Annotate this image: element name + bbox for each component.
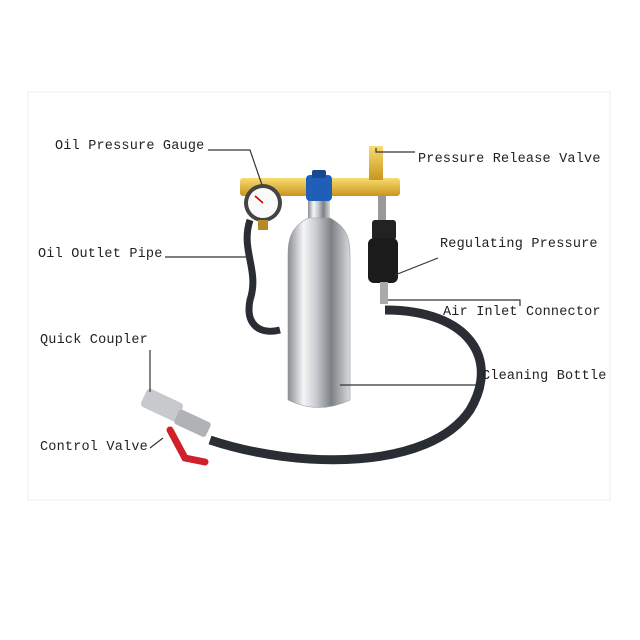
- label-oil-outlet-pipe: Oil Outlet Pipe: [38, 247, 163, 262]
- oil-outlet-pipe: [243, 218, 281, 335]
- cleaning-bottle: [287, 195, 351, 408]
- regulating-pressure-valve: [368, 195, 398, 304]
- label-quick-coupler: Quick Coupler: [40, 333, 148, 348]
- label-control-valve: Control Valve: [40, 440, 148, 455]
- quick-coupler-and-control-valve: [140, 388, 211, 466]
- label-pressure-release-valve: Pressure Release Valve: [418, 152, 601, 167]
- leader-lines: [149, 148, 521, 449]
- frame: [27, 91, 611, 501]
- oil-pressure-gauge: [244, 184, 282, 230]
- label-cleaning-bottle: Cleaning Bottle: [482, 369, 607, 384]
- pressure-release-valve: [369, 146, 383, 180]
- air-hose: [208, 305, 486, 465]
- label-air-inlet-connector: Air Inlet Connector: [443, 305, 601, 320]
- label-regulating-pressure: Regulating Pressure: [440, 237, 598, 252]
- bottle-cap: [306, 175, 332, 201]
- label-oil-pressure-gauge: Oil Pressure Gauge: [55, 139, 205, 154]
